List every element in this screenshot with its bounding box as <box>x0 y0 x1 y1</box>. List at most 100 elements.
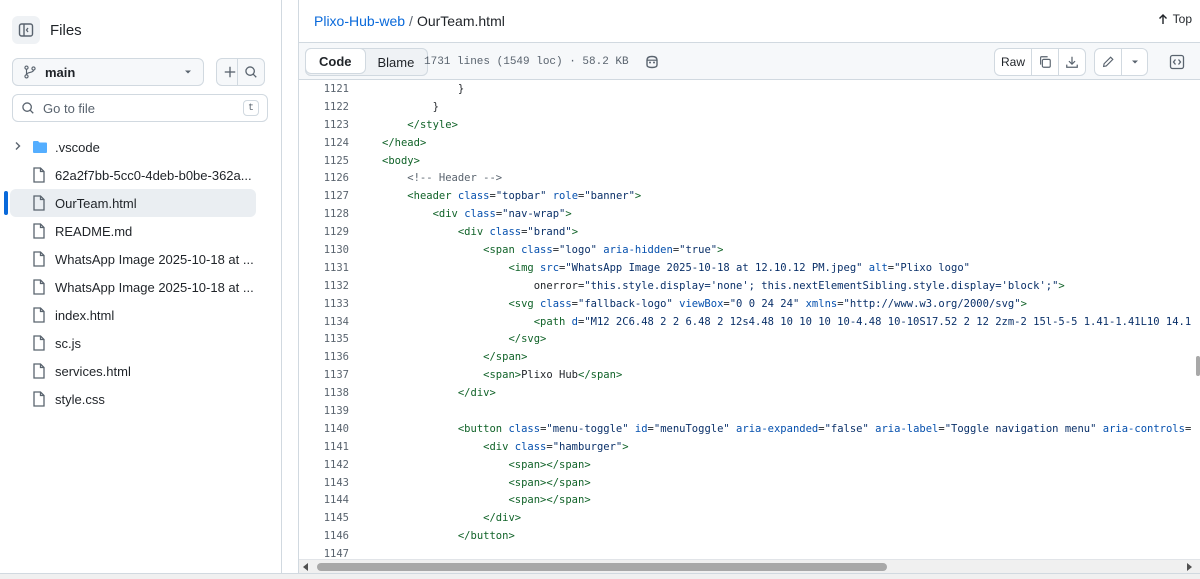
code-line[interactable]: 1143 <span></span> <box>299 474 1200 492</box>
tree-item-label: style.css <box>55 391 105 407</box>
tree-item-index[interactable]: index.html <box>10 301 256 329</box>
line-number[interactable]: 1130 <box>323 243 349 256</box>
go-to-file-placeholder: Go to file <box>43 100 96 116</box>
symbols-panel-button[interactable] <box>1162 48 1192 76</box>
line-number[interactable]: 1147 <box>323 548 349 559</box>
line-number[interactable]: 1127 <box>323 190 349 203</box>
tree-item-file[interactable]: 62a2f7bb-5cc0-4deb-b0be-362a... <box>10 161 256 189</box>
sidebar-header: Files <box>12 16 82 44</box>
download-button[interactable] <box>1058 49 1085 75</box>
code-line[interactable]: 1132 onerror="this.style.display='none';… <box>299 277 1200 295</box>
line-number[interactable]: 1137 <box>323 369 349 382</box>
top-button[interactable]: Top <box>1157 12 1192 26</box>
file-icon <box>33 167 45 183</box>
scroll-right-arrow-icon[interactable] <box>1187 563 1192 571</box>
tree-item-label: WhatsApp Image 2025-10-18 at ... <box>55 251 254 267</box>
code-line[interactable]: 1129 <div class="brand"> <box>299 223 1200 241</box>
line-number[interactable]: 1142 <box>323 458 349 471</box>
raw-button[interactable]: Raw <box>1000 55 1025 69</box>
line-number[interactable]: 1145 <box>323 512 349 525</box>
tree-item-whatsapp-image-2[interactable]: WhatsApp Image 2025-10-18 at ... <box>10 273 256 301</box>
tree-item-sc-js[interactable]: sc.js <box>10 329 256 357</box>
code-text: </head> <box>382 136 427 149</box>
tree-item-ourteam-selected[interactable]: OurTeam.html <box>10 189 256 217</box>
tree-item-services[interactable]: services.html <box>10 357 256 385</box>
code-line[interactable]: 1138 </div> <box>299 384 1200 402</box>
line-number[interactable]: 1132 <box>323 279 349 292</box>
code-line[interactable]: 1126 <!-- Header --> <box>299 169 1200 187</box>
tree-item-readme[interactable]: README.md <box>10 217 256 245</box>
code-line[interactable]: 1134 <path d="M12 2C6.48 2 2 6.48 2 12s4… <box>299 313 1200 331</box>
edit-options-dropdown[interactable] <box>1121 49 1147 75</box>
vertical-scrollbar-thumb[interactable] <box>1196 356 1200 376</box>
file-tree-sidebar: Files main Go to file t .vscode <box>0 0 282 573</box>
search-files-button[interactable] <box>237 58 265 86</box>
line-number[interactable]: 1129 <box>323 226 349 239</box>
tree-item-style-css[interactable]: style.css <box>10 385 256 413</box>
code-text: <span></span> <box>508 494 591 507</box>
code-line[interactable]: 1141 <div class="hamburger"> <box>299 438 1200 456</box>
tab-blame[interactable]: Blame <box>377 54 415 70</box>
line-number[interactable]: 1146 <box>323 530 349 543</box>
line-number[interactable]: 1138 <box>323 387 349 400</box>
tab-code[interactable]: Code <box>305 48 366 74</box>
code-line[interactable]: 1121 } <box>299 80 1200 98</box>
code-line[interactable]: 1127 <header class="topbar" role="banner… <box>299 187 1200 205</box>
line-number[interactable]: 1136 <box>323 351 349 364</box>
tree-item-label: 62a2f7bb-5cc0-4deb-b0be-362a... <box>55 167 252 183</box>
copy-raw-button[interactable] <box>1031 49 1058 75</box>
line-number[interactable]: 1125 <box>323 154 349 167</box>
copilot-button[interactable] <box>644 54 660 75</box>
line-number[interactable]: 1124 <box>323 136 349 149</box>
code-line[interactable]: 1144 <span></span> <box>299 491 1200 509</box>
line-number[interactable]: 1123 <box>323 118 349 131</box>
line-number[interactable]: 1144 <box>323 494 349 507</box>
line-number[interactable]: 1133 <box>323 297 349 310</box>
code-line[interactable]: 1122 } <box>299 98 1200 116</box>
line-number[interactable]: 1128 <box>323 208 349 221</box>
code-line[interactable]: 1128 <div class="nav-wrap"> <box>299 205 1200 223</box>
branch-selector[interactable]: main <box>12 58 204 86</box>
sidebar-title: Files <box>50 21 82 39</box>
collapse-sidebar-button[interactable] <box>12 16 40 44</box>
scrollbar-thumb[interactable] <box>317 563 887 571</box>
code-line[interactable]: 1142 <span></span> <box>299 456 1200 474</box>
code-line[interactable]: 1140 <button class="menu-toggle" id="men… <box>299 420 1200 438</box>
file-icon <box>33 195 45 211</box>
tree-item-whatsapp-image-1[interactable]: WhatsApp Image 2025-10-18 at ... <box>10 245 256 273</box>
edit-file-button[interactable] <box>1095 49 1121 75</box>
code-line[interactable]: 1123 </style> <box>299 116 1200 134</box>
code-line[interactable]: 1125<body> <box>299 152 1200 170</box>
line-number[interactable]: 1126 <box>323 172 349 185</box>
code-line[interactable]: 1137 <span>Plixo Hub</span> <box>299 366 1200 384</box>
line-number[interactable]: 1122 <box>323 100 349 113</box>
tree-item-vscode[interactable]: .vscode <box>10 133 256 161</box>
line-number[interactable]: 1141 <box>323 440 349 453</box>
scroll-left-arrow-icon[interactable] <box>303 563 308 571</box>
code-line[interactable]: 1133 <svg class="fallback-logo" viewBox=… <box>299 295 1200 313</box>
code-line[interactable]: 1145 </div> <box>299 509 1200 527</box>
code-text: <svg class="fallback-logo" viewBox="0 0 … <box>508 297 1027 310</box>
breadcrumb-repo-link[interactable]: Plixo-Hub-web <box>314 13 406 29</box>
line-number[interactable]: 1143 <box>323 476 349 489</box>
code-line[interactable]: 1147 <box>299 545 1200 559</box>
line-number[interactable]: 1134 <box>323 315 349 328</box>
code-text: <header class="topbar" role="banner"> <box>407 190 642 203</box>
code-line[interactable]: 1136 </span> <box>299 348 1200 366</box>
line-number[interactable]: 1140 <box>323 422 349 435</box>
line-number[interactable]: 1131 <box>323 261 349 274</box>
go-to-file-input[interactable]: Go to file t <box>12 94 268 122</box>
line-number[interactable]: 1121 <box>323 82 349 95</box>
code-line[interactable]: 1131 <img src="WhatsApp Image 2025-10-18… <box>299 259 1200 277</box>
branch-name: main <box>45 64 76 80</box>
code-line[interactable]: 1139 <box>299 402 1200 420</box>
code-line[interactable]: 1130 <span class="logo" aria-hidden="tru… <box>299 241 1200 259</box>
code-line[interactable]: 1135 </svg> <box>299 330 1200 348</box>
line-number[interactable]: 1139 <box>323 404 349 417</box>
code-text: <div class="hamburger"> <box>483 440 629 453</box>
code-view[interactable]: 1121 }1122 }1123 </style> 1124 </head> 1125… <box>299 80 1200 559</box>
code-line[interactable]: 1124 </head> <box>299 134 1200 152</box>
code-line[interactable]: 1146 </button> <box>299 527 1200 545</box>
horizontal-scrollbar[interactable] <box>299 559 1200 573</box>
line-number[interactable]: 1135 <box>323 333 349 346</box>
